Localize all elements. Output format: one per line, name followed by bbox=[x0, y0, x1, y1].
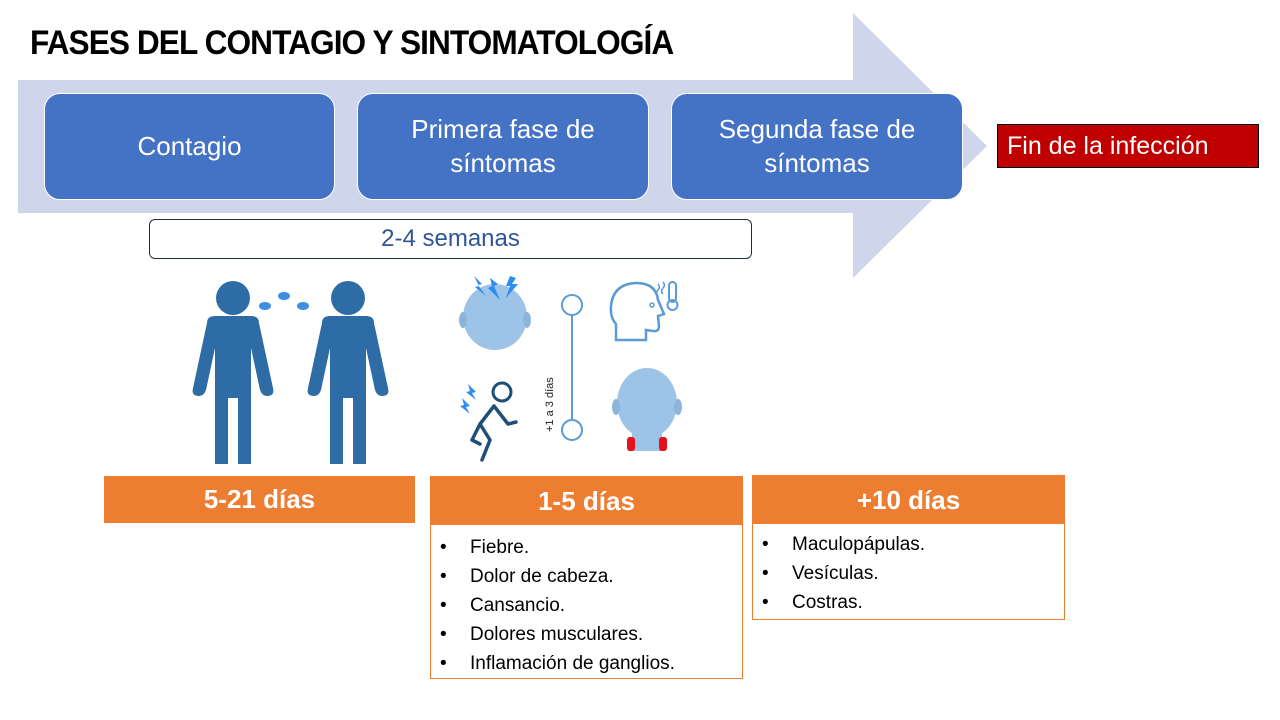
phase-label-line1: Primera fase de bbox=[411, 113, 595, 144]
phase-label-line2: síntomas bbox=[450, 147, 556, 178]
symptom-item: Dolores musculares. bbox=[431, 620, 742, 649]
symptom-item: Fiebre. bbox=[431, 533, 742, 562]
headache-icon bbox=[459, 276, 531, 350]
timeline-connector-icon bbox=[561, 294, 583, 441]
stage-duration: 5-21 días bbox=[203, 484, 316, 514]
stage-header-contagio: 5-21 días bbox=[104, 476, 415, 523]
fever-icon bbox=[609, 281, 679, 342]
two-people-transmission-icon bbox=[192, 281, 389, 464]
phase-primera-fase: Primera fase de síntomas bbox=[357, 93, 649, 200]
stage-card-segunda-fase: +10 días Maculopápulas. Vesículas. Costr… bbox=[752, 475, 1065, 620]
page-title: FASES DEL CONTAGIO Y SINTOMATOLOGÍA bbox=[30, 24, 674, 62]
swollen-glands-icon bbox=[612, 368, 682, 451]
timeline-label-container: +1 a 3 días bbox=[540, 332, 570, 442]
phase-contagio: Contagio bbox=[44, 93, 335, 200]
stage-header: +10 días bbox=[753, 476, 1064, 524]
end-of-infection-label: Fin de la infección bbox=[997, 124, 1259, 168]
stage-duration: 1-5 días bbox=[538, 485, 635, 516]
stage-duration: +10 días bbox=[856, 484, 961, 515]
symptom-item: Cansancio. bbox=[431, 591, 742, 620]
phase-label: Contagio bbox=[137, 130, 242, 161]
symptom-list: Fiebre. Dolor de cabeza. Cansancio. Dolo… bbox=[431, 525, 742, 678]
symptom-item: Inflamación de ganglios. bbox=[431, 649, 742, 678]
timeline-label: +1 a 3 días bbox=[544, 377, 556, 432]
symptom-item: Costras. bbox=[753, 588, 1064, 617]
duration-total-bar: 2-4 semanas bbox=[149, 219, 752, 259]
phase-segunda-fase: Segunda fase de síntomas bbox=[671, 93, 963, 200]
duration-total-label: 2-4 semanas bbox=[381, 225, 520, 252]
symptom-item: Maculopápulas. bbox=[753, 530, 1064, 559]
muscle-pain-icon bbox=[460, 381, 518, 462]
phase-label-line2: síntomas bbox=[764, 147, 870, 178]
symptom-item: Vesículas. bbox=[753, 559, 1064, 588]
stage-card-primera-fase: 1-5 días Fiebre. Dolor de cabeza. Cansan… bbox=[430, 476, 743, 679]
symptom-list: Maculopápulas. Vesículas. Costras. bbox=[753, 524, 1064, 617]
symptom-item: Dolor de cabeza. bbox=[431, 562, 742, 591]
phase-label-line1: Segunda fase de bbox=[718, 113, 916, 144]
stage-header: 1-5 días bbox=[431, 477, 742, 525]
